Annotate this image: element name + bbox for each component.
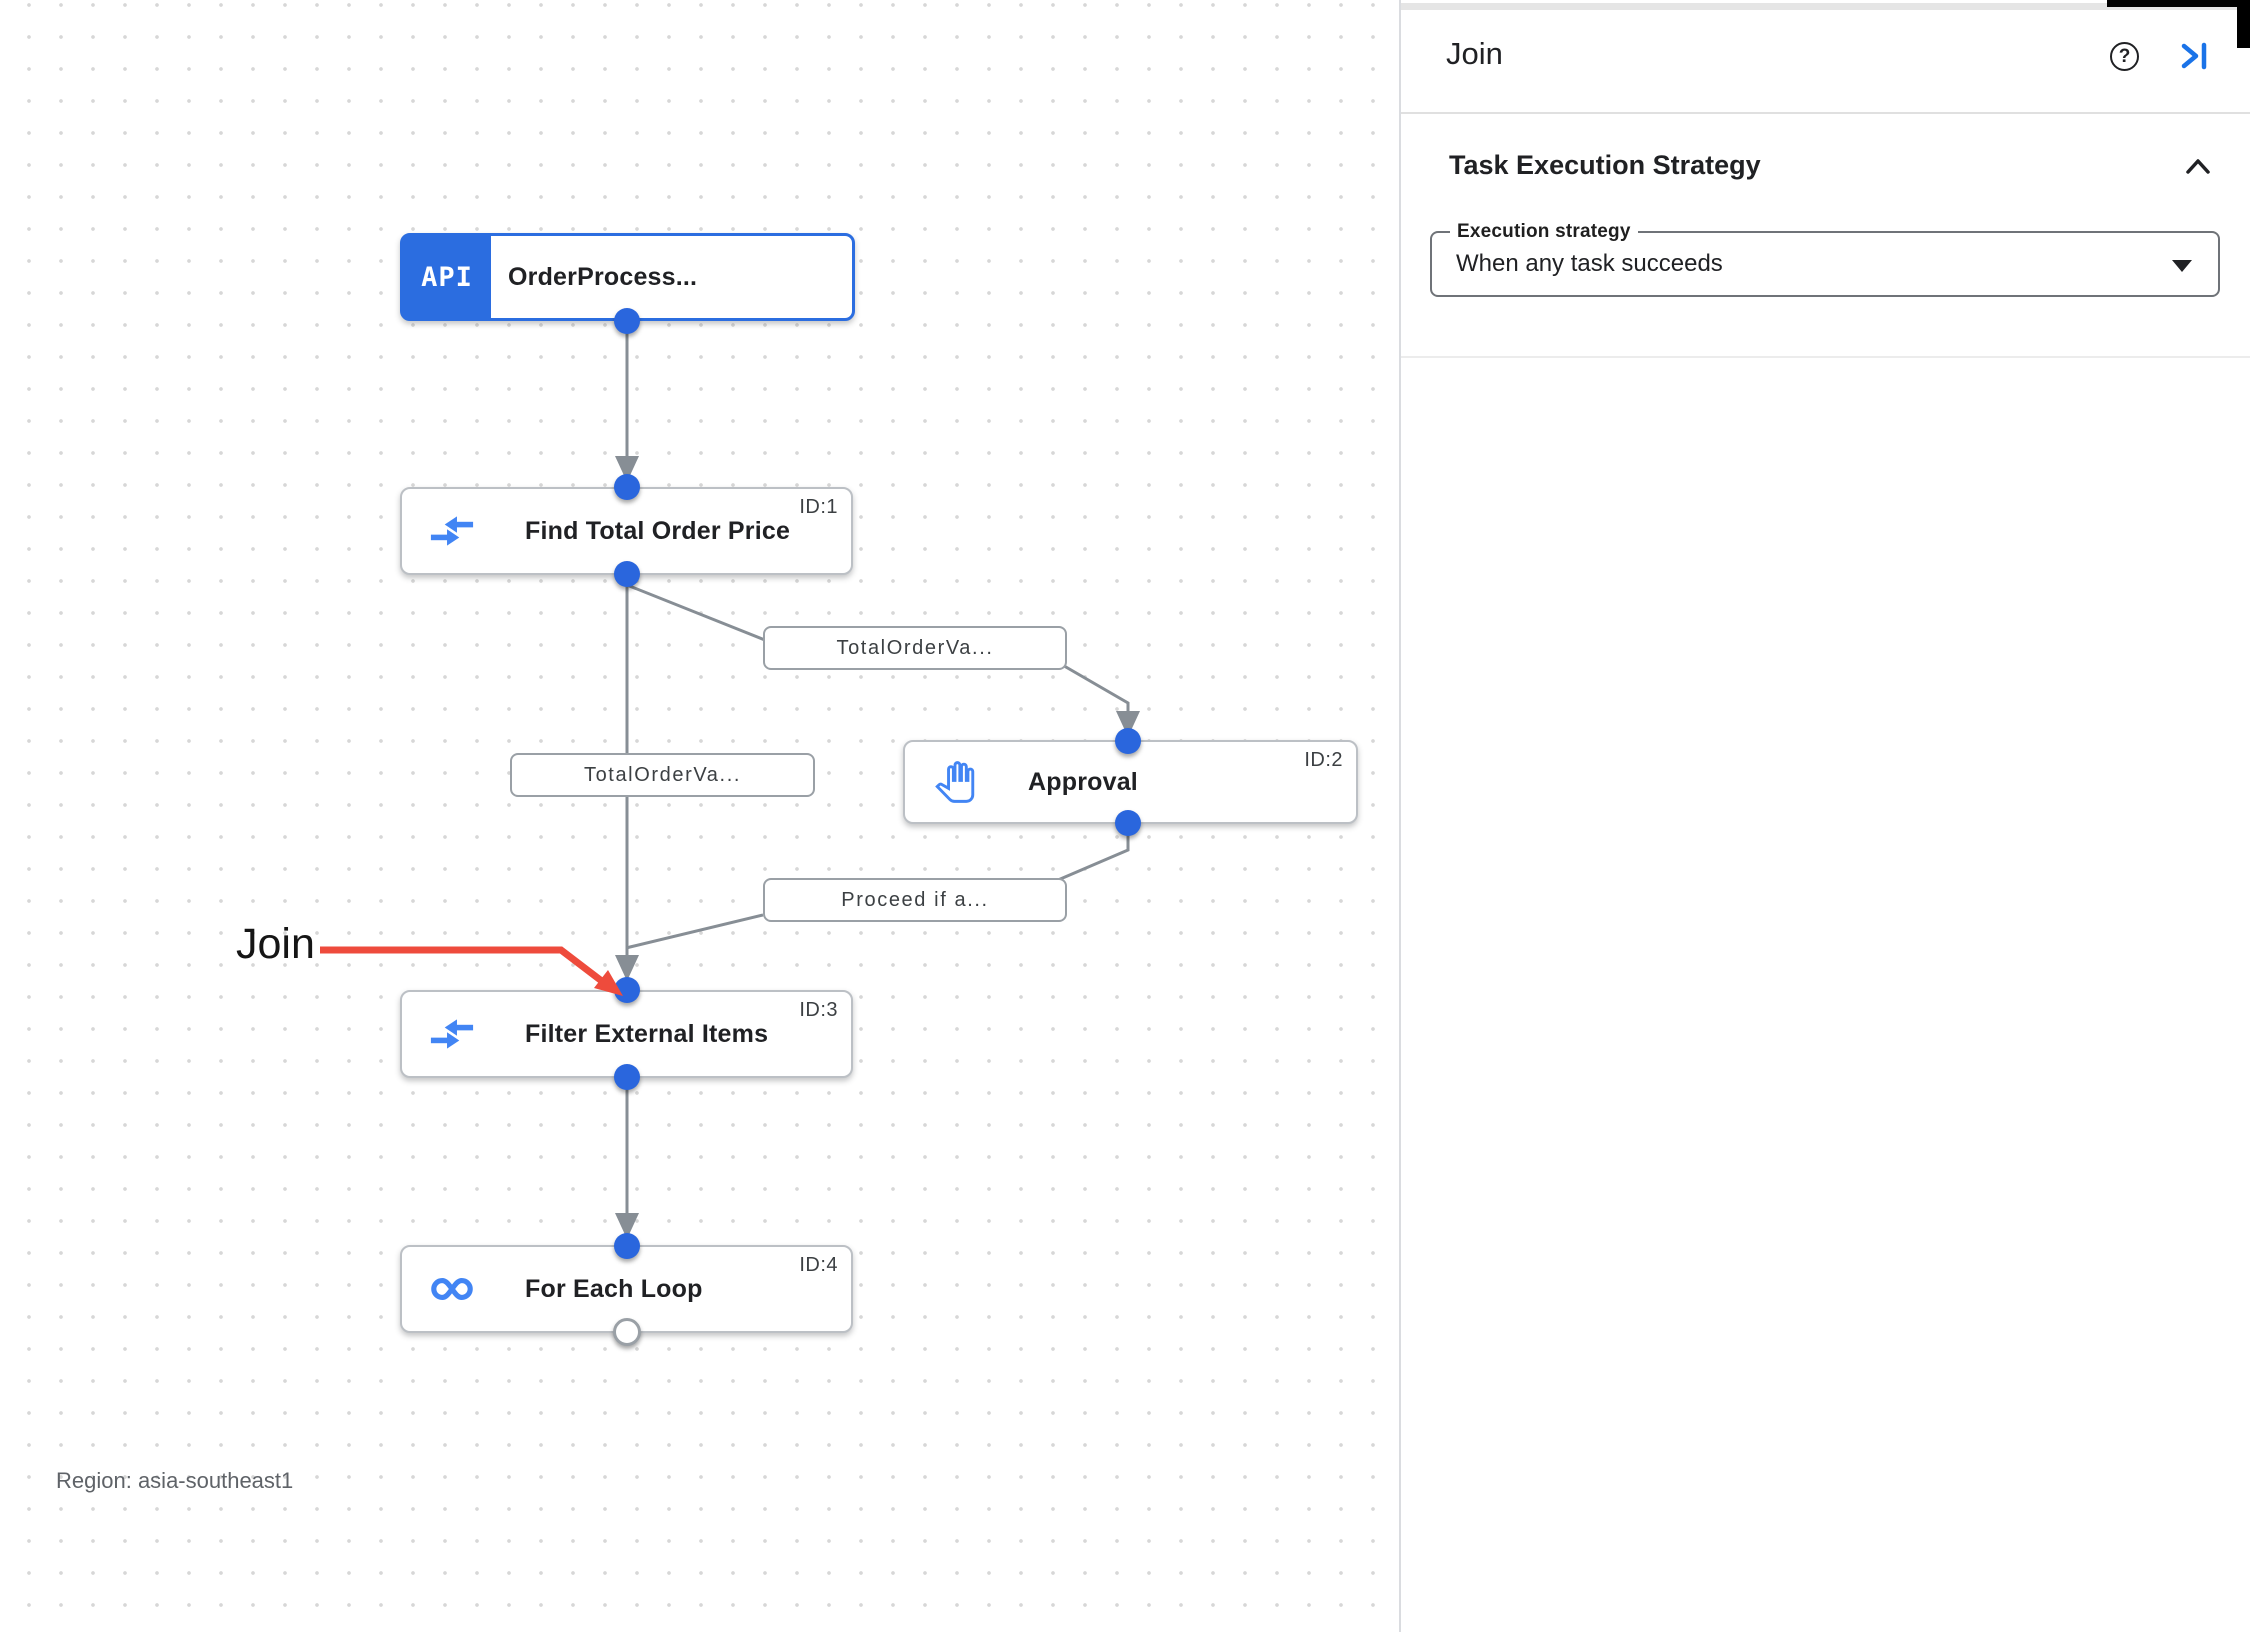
node-label: Find Total Order Price: [525, 516, 791, 545]
edge-label-text: TotalOrderVa...: [583, 763, 742, 786]
node-find-total-order-price[interactable]: Find Total Order Price ID:1: [400, 487, 853, 575]
config-panel: Join ? Task Execution Strategy Execution…: [1399, 0, 2250, 1632]
connector-dot-approval-out[interactable]: [1115, 810, 1141, 836]
edge-label3-to-join: [626, 913, 764, 950]
api-trigger-icon: API: [403, 236, 491, 318]
panel-top-strip: [1401, 3, 2250, 10]
help-icon-glyph: ?: [2118, 45, 2131, 67]
panel-title: Join: [1446, 36, 1503, 71]
connector-dot-filter-out[interactable]: [614, 1064, 640, 1090]
region-label: Region: asia-southeast1: [56, 1468, 294, 1493]
arrowhead-find: [615, 456, 639, 482]
edge-label-totalorderva-left[interactable]: TotalOrderVa...: [510, 753, 815, 797]
join-annotation-arrow: [320, 946, 623, 996]
panel-divider: [1401, 112, 2250, 114]
arrowhead-filter: [615, 955, 639, 981]
collapse-panel-icon[interactable]: [2178, 40, 2212, 72]
connector-dot-approval-in[interactable]: [1115, 728, 1141, 754]
arrowhead-approval: [1116, 711, 1140, 737]
node-label: Approval: [1028, 767, 1138, 796]
node-label: For Each Loop: [525, 1274, 703, 1303]
chevron-down-icon: [2172, 260, 2192, 272]
edge-label-text: TotalOrderVa...: [836, 636, 994, 659]
connector-dot-find-out[interactable]: [614, 561, 640, 587]
arrowhead-loop: [615, 1213, 639, 1239]
connector-dot-loop-in[interactable]: [614, 1233, 640, 1259]
node-id-badge: ID:1: [799, 496, 838, 518]
chevron-up-icon[interactable]: [2185, 156, 2211, 176]
connector-dot-find-in[interactable]: [614, 474, 640, 500]
for-each-loop-icon: [429, 1266, 475, 1312]
node-trigger-orderprocess[interactable]: API OrderProcess...: [400, 233, 855, 321]
node-id-badge: ID:4: [799, 1254, 838, 1276]
window-artifact-bar: [2107, 0, 2250, 7]
node-id-badge: ID:2: [1304, 749, 1343, 771]
help-icon[interactable]: ?: [2110, 42, 2139, 71]
node-id-badge: ID:3: [799, 999, 838, 1021]
connector-dot-trigger-out[interactable]: [614, 308, 640, 334]
execution-strategy-dropdown[interactable]: Execution strategy When any task succeed…: [1430, 221, 2220, 297]
data-mapping-icon: [429, 508, 475, 554]
dropdown-label: Execution strategy: [1450, 221, 1638, 243]
join-annotation-text: Join: [236, 920, 315, 968]
edge-label-proceed-if[interactable]: Proceed if a...: [763, 878, 1067, 922]
node-label: OrderProcess...: [508, 262, 698, 291]
section-title: Task Execution Strategy: [1449, 150, 1761, 180]
approval-hand-icon: [932, 759, 978, 805]
panel-divider: [1401, 356, 2250, 358]
workflow-canvas[interactable]: API OrderProcess... Find Total Order Pri…: [0, 0, 1400, 1632]
connector-dot-loop-out-open[interactable]: [613, 1318, 641, 1346]
data-mapping-icon: [429, 1011, 475, 1057]
window-artifact-corner: [2237, 0, 2250, 48]
edge-label-totalorderva-right[interactable]: TotalOrderVa...: [763, 626, 1067, 670]
node-label: Filter External Items: [525, 1019, 769, 1048]
edge-label-text: Proceed if a...: [841, 888, 989, 911]
dropdown-value: When any task succeeds: [1456, 250, 1723, 277]
